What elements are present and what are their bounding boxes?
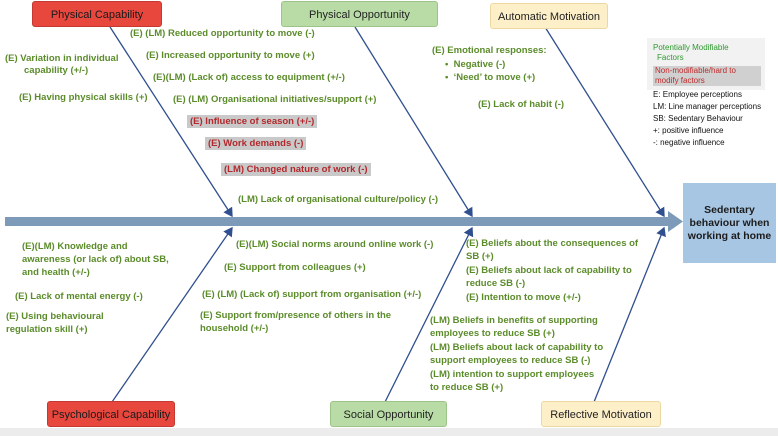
bone-social-opportunity [384,226,474,403]
factor-text: employees to reduce SB (+) [430,328,555,339]
hard-factor-text: (E) Work demands (-) [205,137,307,150]
bullet-icon: • [445,59,454,70]
legend-key: E: Employee perceptions [653,90,742,99]
factor-text: support employees to reduce SB (-) [430,355,591,366]
factor-text: (LM) Beliefs in benefits of supporting [430,315,598,326]
factor-text: (E) Having physical skills (+) [19,92,148,103]
bone-physical-opportunity [354,26,473,218]
legend-nonmod-bg [653,66,761,86]
legend-modifiable: Potentially Modifiable [653,43,729,52]
factor-text: (E) Emotional responses: [432,45,547,56]
factor-text: regulation skill (+) [6,324,88,335]
category-reflective-motivation: Reflective Motivation [541,401,661,427]
outcome-box: Sedentary behaviour when working at home [683,183,776,263]
legend-key: SB: Sedentary Behaviour [653,114,743,123]
factor-text: (E)(LM) Social norms around online work … [236,239,434,250]
factor-text: reduce SB (-) [466,278,526,289]
factor-text: (E) Intention to move (+/-) [466,292,581,303]
factor-text: (E) Lack of mental energy (-) [15,291,143,302]
factor-text: (E) Increased opportunity to move (+) [146,50,315,61]
hard-factor-text: (LM) Changed nature of work (-) [221,163,371,176]
legend-key: LM: Line manager perceptions [653,102,762,111]
factor-text: household (+/-) [200,323,269,334]
bone-reflective-motivation [593,226,666,403]
factor-bullet: • ‘Need’ to move (+) [445,72,535,84]
category-automatic-motivation: Automatic Motivation [490,3,608,29]
factor-text: ‘Need’ to move (+) [453,72,536,83]
legend-key: -: negative influence [653,138,725,147]
factor-text: (LM) intention to support employees [430,369,595,380]
bullet-icon: • [445,72,454,83]
factor-text: to reduce SB (+) [430,382,504,393]
legend-key: +: positive influence [653,126,724,135]
factor-text: (E) Variation in individual [5,53,119,64]
factor-text: (E)(LM) Knowledge and [22,241,128,252]
legend-nonmodifiable: Non-modifiable/hard to [655,66,736,75]
factor-text: (E) (LM) (Lack of) support from organisa… [202,289,422,300]
category-physical-capability: Physical Capability [32,1,162,27]
factor-text: capability (+/-) [24,65,89,76]
legend-nonmodifiable: modify factors [655,76,705,85]
factor-text: (E)(LM) (Lack of) access to equipment (+… [153,72,345,83]
factor-text: (E) Lack of habit (-) [478,99,565,110]
bottom-scroll-strip [0,428,778,436]
bone-psychological-capability [111,226,233,403]
factor-text: Negative (-) [453,59,506,70]
factor-text: (LM) Lack of organisational culture/poli… [238,194,439,205]
factor-text: (E) Support from colleagues (+) [224,262,366,273]
factor-text: and health (+/-) [22,267,90,278]
factor-text: (LM) Beliefs about lack of capability to [430,342,604,353]
factor-bullet: • Negative (-) [445,59,505,71]
bone-physical-capability [109,26,233,218]
spine-arrow-head [668,211,683,232]
bone-automatic-motivation [544,26,665,218]
hard-factor-text: (E) Influence of season (+/-) [187,115,318,128]
factor-text: (E) Beliefs about lack of capability to [466,265,632,276]
factor-text: (E) Beliefs about the consequences of [466,238,639,249]
factor-text: (E) Using behavioural [6,311,104,322]
factor-text: (E) Support from/presence of others in t… [200,310,392,321]
factor-text: SB (+) [466,251,494,262]
category-social-opportunity: Social Opportunity [330,401,447,427]
category-physical-opportunity: Physical Opportunity [281,1,438,27]
factor-text: (E) (LM) Organisational initiatives/supp… [173,94,377,105]
legend-modifiable: Factors [657,53,684,62]
factor-text: (E) (LM) Reduced opportunity to move (-) [130,28,315,39]
category-psychological-capability: Psychological Capability [47,401,175,427]
spine-arrow [5,217,670,226]
factor-text: awareness (or lack of) about SB, [22,254,169,265]
